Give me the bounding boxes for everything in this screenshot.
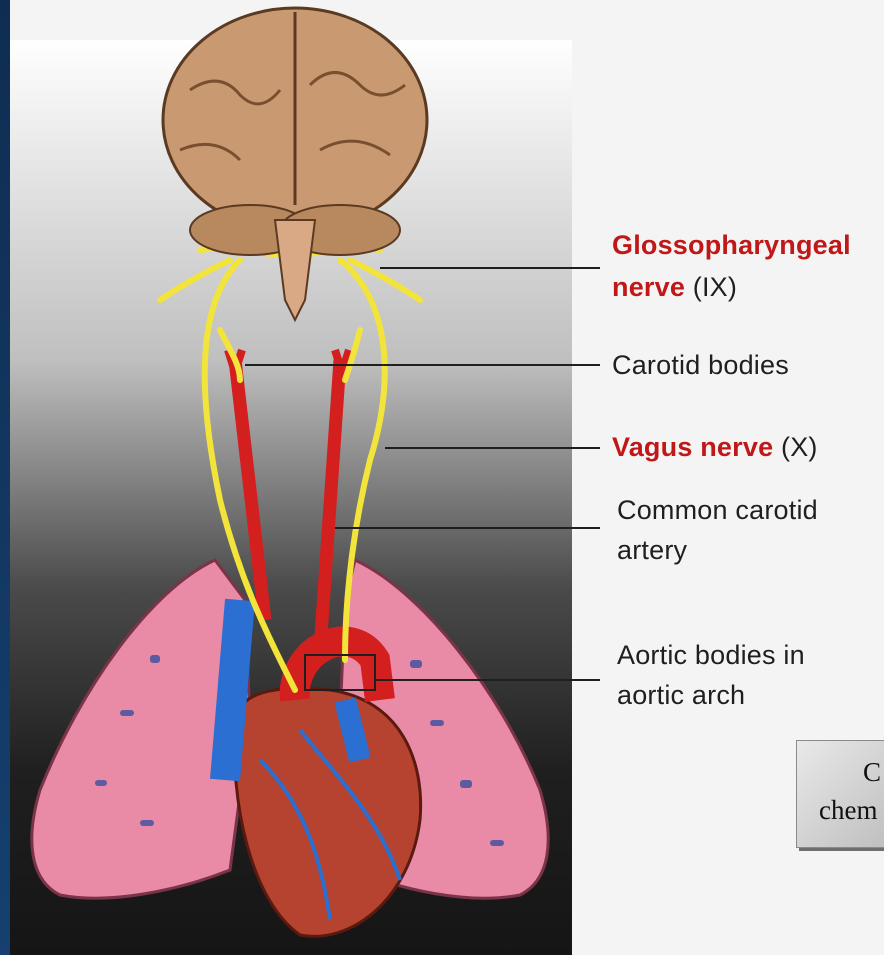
aortic-bodies-line2: aortic arch [617,680,745,711]
common-carotid-line2: artery [617,535,687,566]
right-carotid [320,360,340,650]
glossopharyngeal-label: Glossopharyngeal [612,230,851,261]
superior-vena-cava [225,600,240,780]
left-carotid [235,360,265,620]
carotid-bodies-label: Carotid bodies [612,350,789,381]
vagus-name: Vagus nerve [612,432,773,462]
button-line2: chem [819,795,877,826]
glossopharyngeal-name-2: nerve [612,272,685,302]
button-line1: C [863,757,881,788]
vagus-label: Vagus nerve (X) [612,432,818,463]
chemoreceptor-button[interactable]: C chem [796,740,884,848]
glossopharyngeal-name: Glossopharyngeal [612,230,851,260]
glossopharyngeal-numeral: (IX) [693,272,737,302]
heart-icon [234,641,420,936]
brainstem [275,220,315,320]
vagus-numeral: (X) [781,432,818,462]
common-carotid-line1: Common carotid [617,495,818,526]
aortic-bodies-line1: Aortic bodies in [617,640,805,671]
glossopharyngeal-label-line2: nerve (IX) [612,272,737,303]
